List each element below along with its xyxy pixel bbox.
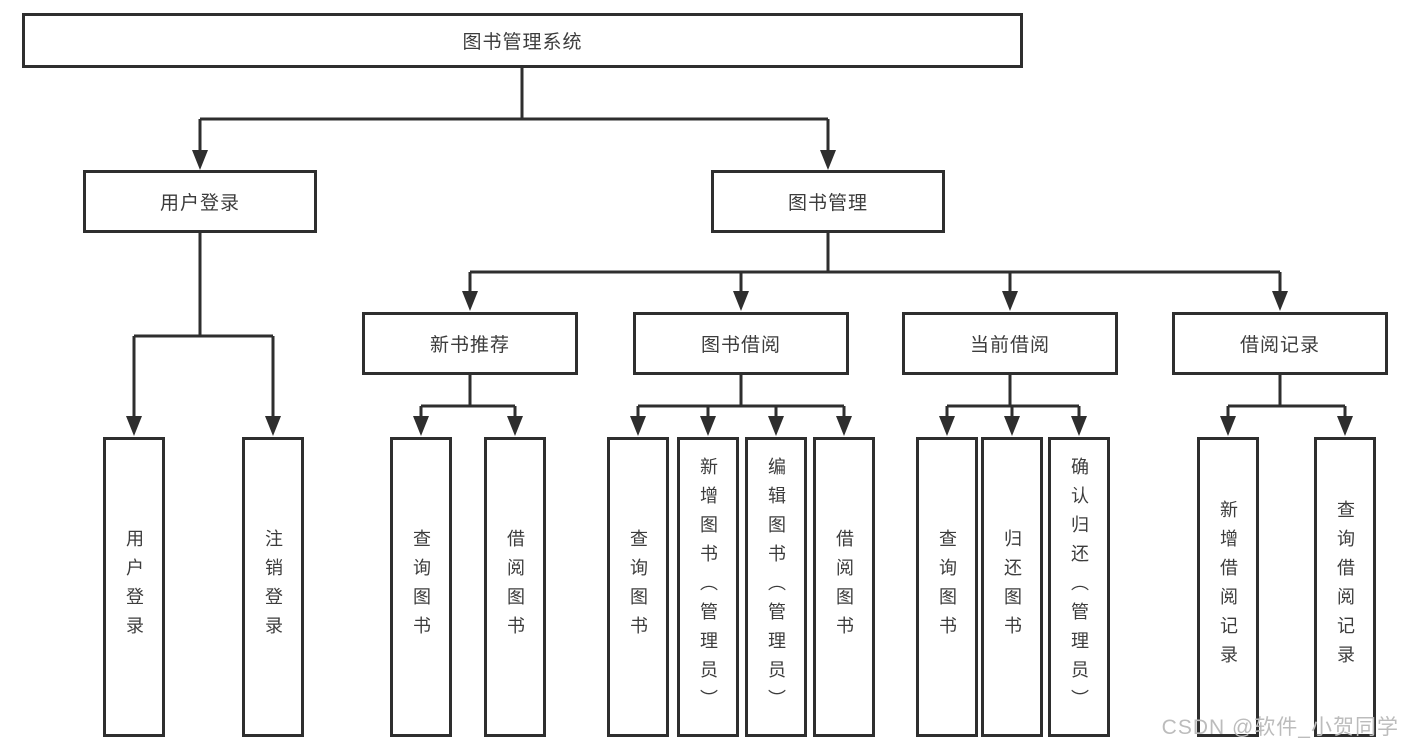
node-current-borrow: 当前借阅: [902, 312, 1118, 375]
leaf-borrow-books-2-label: 借阅图书: [834, 529, 854, 645]
leaf-return-books: 归还图书: [981, 437, 1043, 737]
leaf-user-login-label: 用户登录: [124, 529, 144, 645]
leaf-logout-label: 注销登录: [263, 529, 283, 645]
leaf-query-borrow-record: 查询借阅记录: [1314, 437, 1376, 737]
leaf-confirm-return-admin-label: 确认归还（管理员）: [1069, 456, 1089, 718]
leaf-user-login: 用户登录: [103, 437, 165, 737]
leaf-borrow-books-recommend: 借阅图书: [484, 437, 546, 737]
node-root-label: 图书管理系统: [462, 32, 583, 53]
node-user-login: 用户登录: [83, 170, 317, 233]
leaf-logout: 注销登录: [242, 437, 304, 737]
node-book-borrow: 图书借阅: [633, 312, 849, 375]
node-book-borrow-label: 图书借阅: [700, 335, 781, 356]
leaf-query-books-recommend-label: 查询图书: [411, 529, 431, 645]
node-current-borrow-label: 当前借阅: [969, 335, 1050, 356]
connector-segments: [132, 68, 1347, 420]
node-borrow-records: 借阅记录: [1172, 312, 1388, 375]
leaf-query-books-current-label: 查询图书: [937, 529, 957, 645]
leaf-confirm-return-admin: 确认归还（管理员）: [1048, 437, 1110, 737]
node-book-management-label: 图书管理: [787, 193, 868, 214]
leaf-query-books-current: 查询图书: [916, 437, 978, 737]
leaf-add-borrow-record: 新增借阅记录: [1197, 437, 1259, 737]
leaf-query-books-borrow: 查询图书: [607, 437, 669, 737]
node-book-management: 图书管理: [711, 170, 945, 233]
leaf-borrow-books-recommend-label: 借阅图书: [505, 529, 525, 645]
node-user-login-label: 用户登录: [159, 193, 240, 214]
leaf-add-borrow-record-label: 新增借阅记录: [1218, 500, 1238, 674]
leaf-query-books-borrow-label: 查询图书: [628, 529, 648, 645]
leaf-return-books-label: 归还图书: [1002, 529, 1022, 645]
watermark: CSDN @软件_小贺同学: [1161, 716, 1399, 739]
leaf-query-books-recommend: 查询图书: [390, 437, 452, 737]
leaf-edit-book-admin: 编辑图书（管理员）: [745, 437, 807, 737]
arrowheads: [126, 150, 1353, 436]
leaf-edit-book-admin-label: 编辑图书（管理员）: [766, 456, 786, 718]
node-new-book-recommend: 新书推荐: [362, 312, 578, 375]
leaf-add-book-admin: 新增图书（管理员）: [677, 437, 739, 737]
node-root: 图书管理系统: [22, 13, 1023, 68]
node-borrow-records-label: 借阅记录: [1239, 335, 1320, 356]
leaf-query-borrow-record-label: 查询借阅记录: [1335, 500, 1355, 674]
node-new-book-recommend-label: 新书推荐: [429, 335, 510, 356]
leaf-add-book-admin-label: 新增图书（管理员）: [698, 456, 718, 718]
leaf-borrow-books-2: 借阅图书: [813, 437, 875, 737]
